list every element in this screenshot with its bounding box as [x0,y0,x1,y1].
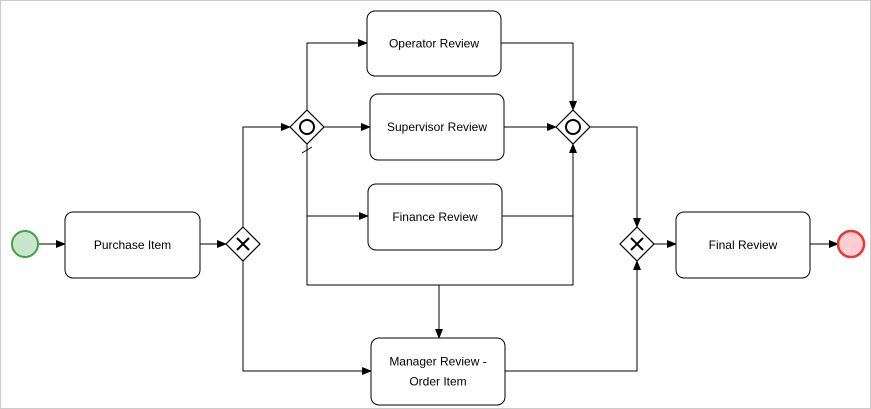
task-operator[interactable]: Operator Review [366,10,502,77]
inclusive-circle-icon [299,119,315,135]
flow-inclusive-to-operator[interactable] [306,39,368,110]
task-label: Final Review [709,238,778,252]
inclusive-circle-icon [565,119,581,135]
gateway-diamond[interactable] [555,109,591,145]
flow-join-to-exclusive[interactable] [590,126,641,228]
start-event[interactable] [11,230,39,258]
task-box[interactable] [369,93,505,161]
flow-operator-to-join[interactable] [501,42,577,111]
inclusive-gateway-join-inclusive[interactable] [555,109,591,145]
task-supervisor[interactable]: Supervisor Review [369,93,505,161]
task-label: Finance Review [392,210,478,224]
task-box[interactable] [370,337,506,406]
inclusive-gateway-split-inclusive[interactable] [289,109,325,145]
default-flow-marker [301,146,313,154]
task-manager[interactable]: Manager Review - Order Item [370,337,506,406]
flow-split-to-manager[interactable] [242,261,372,375]
exclusive-gateway-join-exclusive[interactable] [619,226,655,262]
task-box[interactable] [367,183,503,251]
flow-inclusive-default-loop[interactable] [306,143,577,286]
task-label: Supervisor Review [387,120,487,134]
task-box[interactable] [675,211,811,279]
exclusive-gateway-split-exclusive[interactable] [225,226,261,262]
task-label: Purchase Item [94,238,171,252]
task-box[interactable] [64,211,201,279]
task-finance[interactable]: Finance Review [367,183,503,251]
exclusive-x-icon [236,237,250,251]
flow-manager-to-exclusive[interactable] [505,260,641,372]
task-box[interactable] [366,10,502,77]
task-label: Operator Review [389,37,479,51]
task-label: Manager Review - [389,355,486,369]
end-event[interactable] [836,229,866,259]
task-purchase[interactable]: Purchase Item [64,211,201,279]
task-label: Order Item [409,375,466,389]
sequence-flows [38,39,839,375]
flow-inclusive-to-finance[interactable] [306,144,369,220]
task-final[interactable]: Final Review [675,211,811,279]
flow-split-to-inclusive[interactable] [242,123,291,227]
exclusive-x-icon [630,237,644,251]
gateway-diamond[interactable] [289,109,325,145]
